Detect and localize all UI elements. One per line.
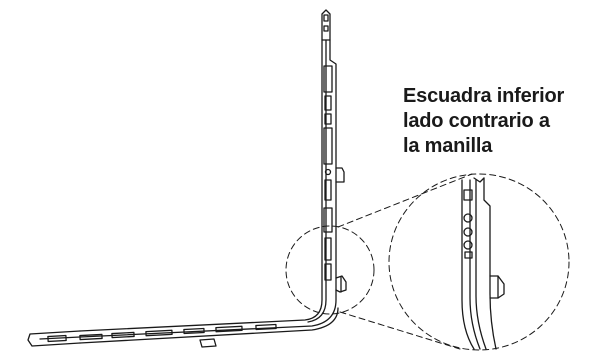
zoom-indicator [285, 173, 570, 351]
zoom-source-circle [285, 225, 375, 315]
caption-line-1: Escuadra inferior [403, 85, 565, 107]
main-vertical-bar-icon [79, 9, 347, 338]
caption-line-3: la manilla [403, 135, 493, 157]
caption-line-2: lado contrario a [403, 110, 550, 132]
main-horizontal-bar-icon [27, 307, 339, 348]
detail-part-icon [461, 177, 505, 350]
zoom-detail-circle [388, 173, 570, 351]
caption-text: Escuadra inferior lado contrario a la ma… [403, 84, 589, 159]
